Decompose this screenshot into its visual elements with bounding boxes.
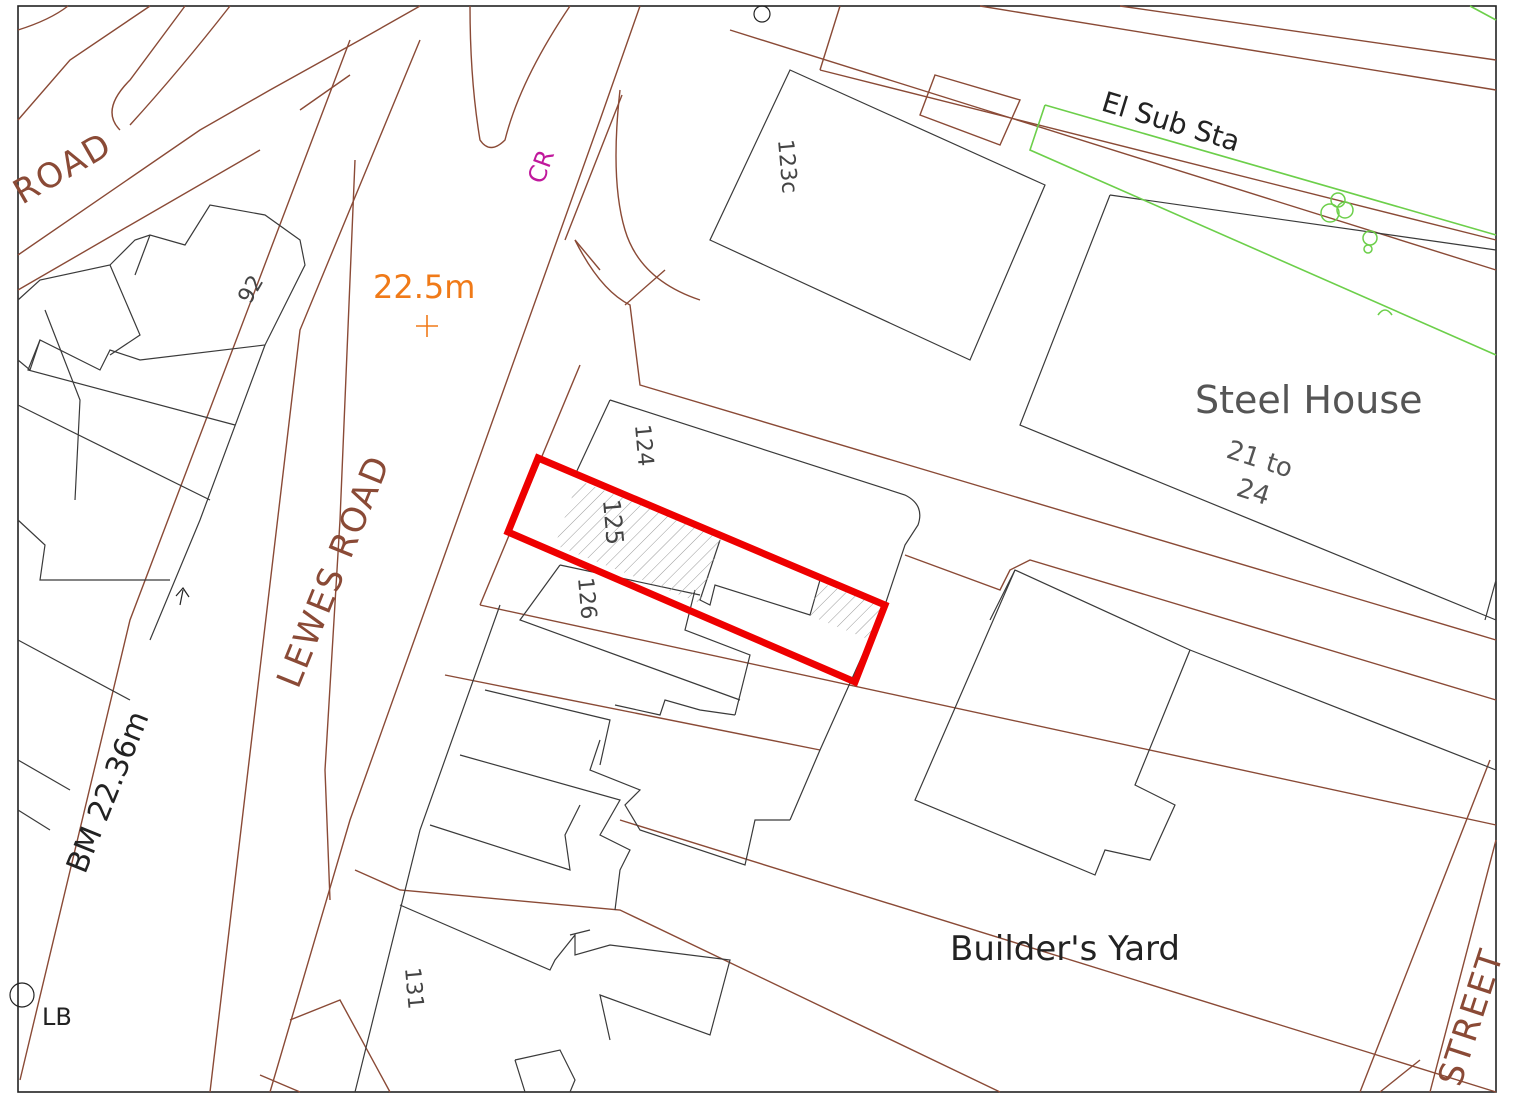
label-street: STREET (1431, 944, 1513, 1091)
arrow-up-icon (175, 587, 190, 606)
label-number-131: 131 (399, 966, 428, 1010)
label-el-sub-sta: El Sub Sta (1098, 85, 1244, 158)
label-steel-house-range-1: 21 to (1223, 435, 1296, 484)
hatched-area-rear (808, 583, 883, 640)
hatched-area-125 (555, 480, 722, 603)
label-lb: LB (42, 1003, 72, 1031)
label-number-124: 124 (629, 423, 658, 467)
label-road-top: ROAD (7, 125, 120, 213)
marker-circle (753, 5, 771, 23)
label-benchmark: BM 22.36m (60, 706, 157, 878)
road-lines (17, 5, 1497, 1093)
label-cr: CR (522, 146, 560, 187)
label-number-123c: 123c (772, 138, 802, 194)
label-road-main: LEWES ROAD (269, 449, 399, 693)
label-steel-house-range-2: 24 (1233, 473, 1274, 512)
plus-icon (416, 315, 438, 337)
label-builders-yard: Builder's Yard (950, 929, 1180, 969)
vegetation (1029, 5, 1497, 356)
label-spot-height: 22.5m (373, 268, 475, 306)
label-steel-house: Steel House (1195, 378, 1423, 422)
tree-icon (1320, 192, 1354, 223)
label-number-125: 125 (597, 498, 629, 546)
label-number-126: 126 (572, 576, 601, 620)
map-frame (17, 5, 1497, 1093)
building-outlines (17, 69, 1497, 1093)
tree-icon (1377, 309, 1393, 316)
site-boundary (503, 453, 890, 687)
label-number-92: 92 (234, 271, 270, 308)
tree-icon (1362, 230, 1378, 254)
marker-circle (9, 982, 35, 1008)
red-outline (503, 453, 890, 687)
